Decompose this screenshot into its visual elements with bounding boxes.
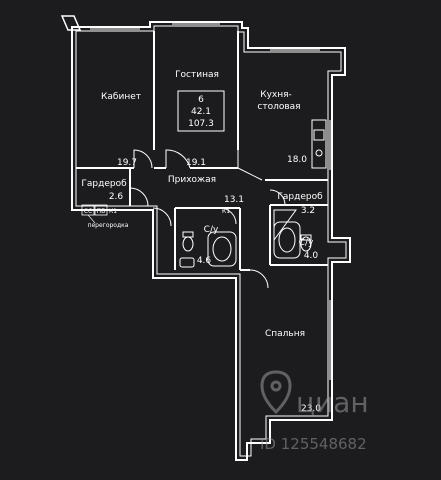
room-study-name: Кабинет <box>101 92 141 102</box>
total-area: 107.3 <box>188 119 214 129</box>
rooms-count: 6 <box>198 95 204 105</box>
room-bedroom-area: 23.0 <box>301 404 321 414</box>
watermark-id: ID 125548682 <box>260 435 367 453</box>
marker-pb: ПБ <box>97 208 106 215</box>
balcony-stub <box>60 15 82 31</box>
marker-partition: перегородка <box>88 222 129 229</box>
sink-left <box>179 257 195 268</box>
room-bath-left-name: С/у <box>204 225 219 235</box>
cian-logo-icon <box>260 370 292 415</box>
door-living <box>165 149 191 169</box>
room-wardrobe-left-area: 2.6 <box>109 192 124 202</box>
room-kitchen-name-1: Кухня- <box>260 90 292 100</box>
door-wardrobe-right <box>269 189 286 206</box>
marker-cc: СС <box>84 208 92 215</box>
living-area: 42.1 <box>191 107 211 117</box>
kitchen-counter <box>311 119 327 169</box>
kitchen-fixtures <box>311 119 327 169</box>
toilet-right <box>300 236 312 252</box>
room-study-area: 19.7 <box>117 158 137 168</box>
marker-k1-a: К1 <box>109 208 117 215</box>
door-bedroom <box>249 269 269 289</box>
room-labels: Кабинет 19.7 Гостиная 6 42.1 107.3 19.1 … <box>81 70 323 414</box>
room-wardrobe-left-name: Гардероб <box>81 179 127 189</box>
door-kitchen <box>237 150 263 181</box>
bath-right-fixtures <box>273 209 312 259</box>
bath-left-fixtures <box>179 231 237 268</box>
apartment-info-box <box>177 90 225 132</box>
bathtub-left <box>207 231 237 267</box>
room-bath-right-name: С/у <box>299 238 314 248</box>
room-living-name: Гостиная <box>175 70 219 80</box>
shower-right <box>273 209 297 242</box>
door-wardrobe-left <box>129 187 149 207</box>
windows <box>90 23 331 380</box>
service-markers: СС ПБ К1 К1 перегородка <box>81 204 230 229</box>
room-living-area: 19.1 <box>186 158 206 168</box>
watermark-logo: циан <box>296 386 369 419</box>
room-wardrobe-right-name: Гардероб <box>277 192 323 202</box>
door-entry <box>152 207 172 227</box>
walls <box>60 15 351 461</box>
toilet-left <box>182 236 194 252</box>
outer-wall <box>71 21 351 461</box>
door-study <box>133 149 153 169</box>
room-kitchen-area: 18.0 <box>287 155 307 165</box>
room-wardrobe-right-area: 3.2 <box>301 206 315 216</box>
door-bath-left <box>219 207 237 225</box>
room-hall-area: 13.1 <box>224 195 244 205</box>
room-hall-name: Прихожая <box>168 175 216 185</box>
watermark: циан ID 125548682 <box>260 370 369 453</box>
doors <box>129 149 286 289</box>
bathtub-right <box>273 221 301 259</box>
room-bath-left-area: 4.6 <box>197 256 212 266</box>
room-bedroom-name: Спальня <box>265 329 305 339</box>
marker-k1-b: К1 <box>222 208 230 215</box>
room-kitchen-name-2: столовая <box>257 102 300 112</box>
room-bath-right-area: 4.0 <box>304 251 319 261</box>
